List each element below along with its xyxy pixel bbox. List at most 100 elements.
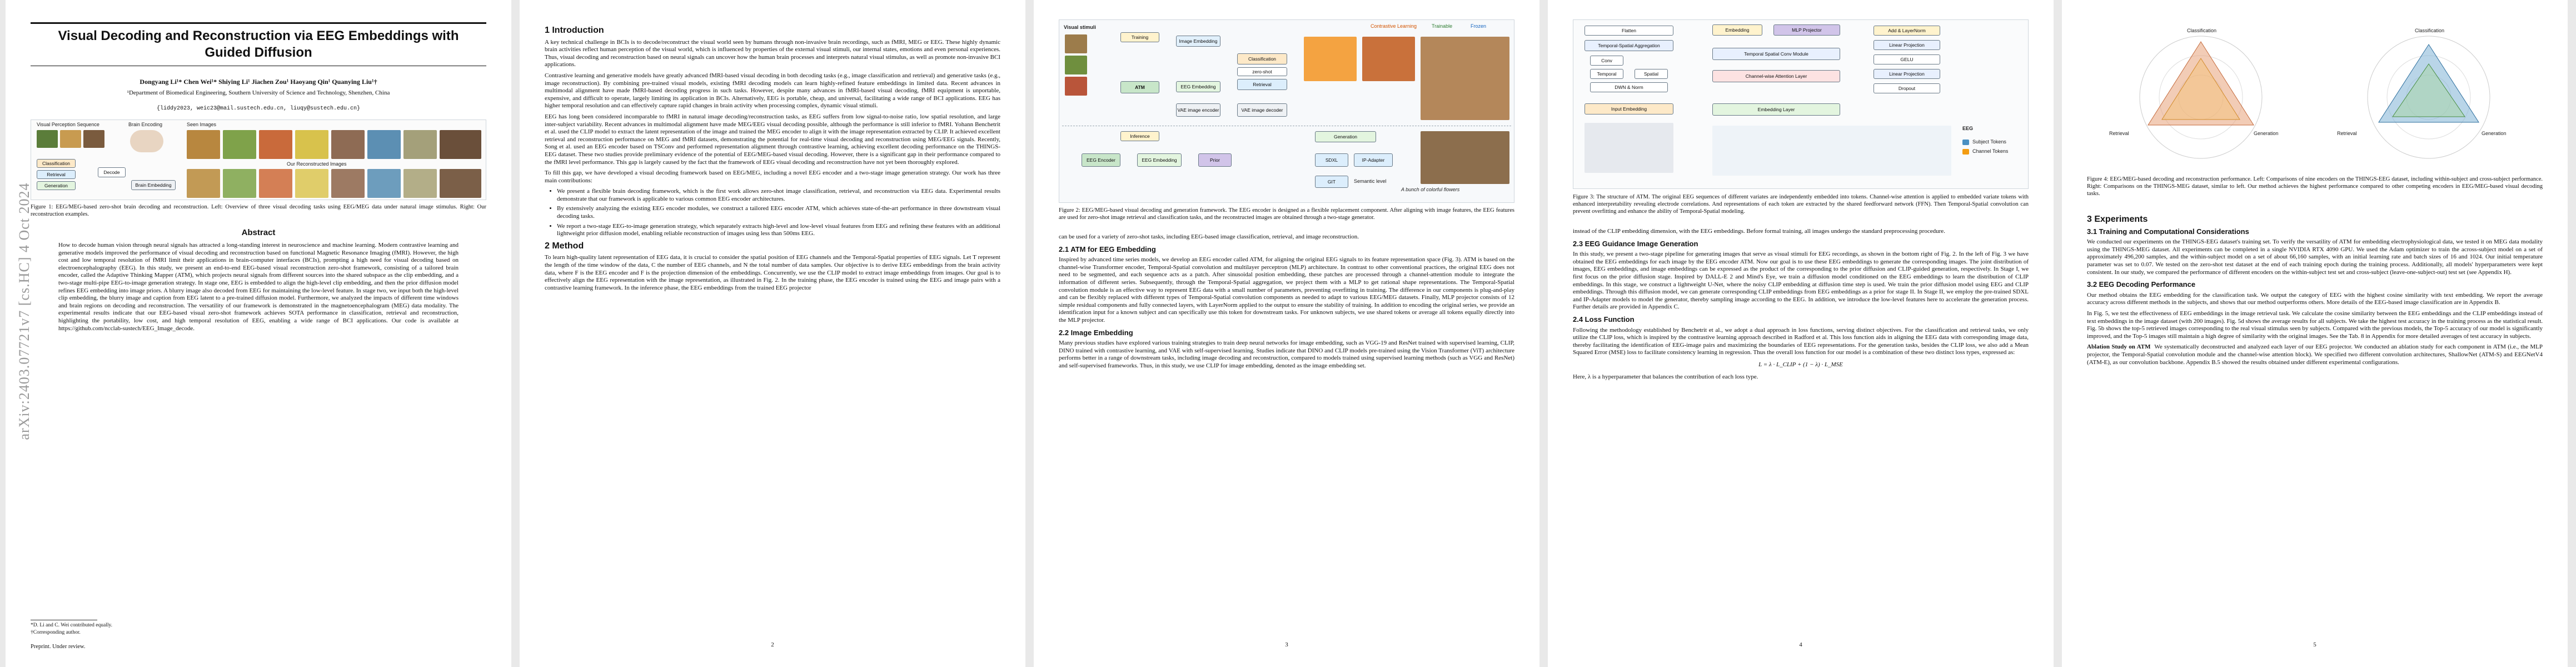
footnote-corresponding: †Corresponding author. xyxy=(31,630,81,635)
fig2-visual-stimuli: Visual stimuli xyxy=(1064,24,1096,30)
figure-3-caption: Figure 3: The structure of ATM. The orig… xyxy=(1573,194,2029,215)
fig1-label-reconstructed: Our Reconstructed Images xyxy=(287,161,347,167)
paragraph: In this study, we present a two-stage pi… xyxy=(1573,251,2029,311)
subsection-3-2: 3.2 EEG Decoding Performance xyxy=(2087,280,2196,289)
subject-token-swatch xyxy=(1962,140,1969,145)
ablation-text: We systematically deconstructed and anal… xyxy=(2087,344,2543,366)
seen-image xyxy=(403,130,437,159)
legend-trainable: Trainable xyxy=(1432,23,1453,29)
fig2-semantic-level: Semantic level xyxy=(1354,178,1387,184)
fig2-prior: Prior xyxy=(1198,153,1232,167)
title-rule-top xyxy=(31,22,486,24)
stimulus-image xyxy=(1065,56,1087,74)
page-5: Classification Retrieval Generation Clas… xyxy=(2062,0,2568,667)
list-item: We present a flexible brain decoding fra… xyxy=(557,188,1000,203)
paragraph: To learn high-quality latent representat… xyxy=(545,254,1000,291)
fig3-flatten: Flatten xyxy=(1585,26,1673,36)
fig2-caption-text: A bunch of colorful flowers xyxy=(1401,187,1460,192)
fig2-classification: Classification xyxy=(1237,53,1287,64)
fig2-generated-image xyxy=(1421,131,1509,184)
fig1-task-classification: Classification xyxy=(37,159,76,168)
figure-4: Classification Retrieval Generation Clas… xyxy=(2087,19,2543,172)
preprint-note: Preprint. Under review. xyxy=(31,644,86,650)
list-item: We report a two-stage EEG-to-image gener… xyxy=(557,223,1000,238)
page-3: Contrastive Learning Trainable Frozen Vi… xyxy=(1034,0,1539,667)
subsection-2-1: 2.1 ATM for EEG Embedding xyxy=(1059,245,1156,253)
radar-left-axis-generation: Generation xyxy=(2254,131,2279,136)
fig1-stimulus-image xyxy=(37,130,58,148)
fig2-sdxl: SDXL xyxy=(1315,153,1348,167)
reconstructed-image xyxy=(367,169,401,198)
page-number: 2 xyxy=(771,641,774,648)
figure-1-caption: Figure 1: EEG/MEG-based zero-shot brain … xyxy=(31,204,486,217)
page-5-body: 3 Experiments 3.1 Training and Computati… xyxy=(2087,211,2543,370)
figure-1: Visual Perception Sequence Brain Encodin… xyxy=(31,120,486,200)
fig2-vae-decoder: VAE image decoder xyxy=(1237,103,1287,117)
fig2-inference: Inference xyxy=(1120,131,1159,141)
paragraph: In Fig. 5, we test the effectiveness of … xyxy=(2087,310,2543,340)
fig3-eeg: EEG xyxy=(1962,126,1974,131)
seen-image xyxy=(295,130,328,159)
fig2-image-embedding: Image Embedding xyxy=(1176,36,1220,47)
fig1-label-sequence: Visual Perception Sequence xyxy=(37,122,99,127)
fig3-linear-1: Linear Projection xyxy=(1874,40,1940,50)
fig1-label-seen: Seen Images xyxy=(187,122,217,127)
reconstructed-image xyxy=(295,169,328,198)
section-method: 2 Method xyxy=(545,241,584,251)
legend-frozen: Frozen xyxy=(1471,23,1487,29)
seen-image xyxy=(440,130,481,159)
reconstructed-image xyxy=(403,169,437,198)
figure-3: Flatten Temporal-Spatial Aggregation Con… xyxy=(1573,19,2029,189)
page-number: 4 xyxy=(1799,641,1802,648)
fig2-eeg-embedding: EEG Embedding xyxy=(1176,81,1220,92)
fig1-decode: Decode xyxy=(98,167,126,177)
footnote-equal: *D. Li and C. Wei contributed equally. xyxy=(31,623,112,628)
fig3-temporal: Temporal xyxy=(1590,69,1623,79)
fig2-divider xyxy=(1062,126,1511,127)
fig3-gelu: GELU xyxy=(1874,54,1940,64)
paragraph: Following the methodology established by… xyxy=(1573,326,2029,356)
radar-right xyxy=(2367,36,2490,159)
fig3-channel-attention: Channel-wise Attention Layer xyxy=(1712,70,1840,82)
page-2-body: 1 Introduction A key technical challenge… xyxy=(545,22,1000,295)
ablation-title: Ablation Study on ATM xyxy=(2087,344,2151,351)
fig2-ip-adapter: IP-Adapter xyxy=(1354,153,1393,167)
subsection-3-1: 3.1 Training and Computational Considera… xyxy=(2087,227,2249,236)
abstract-text: How to decode human vision through neura… xyxy=(58,242,459,332)
seen-image xyxy=(187,130,220,159)
fig2-generation: Generation xyxy=(1315,131,1376,142)
fig3-channel-tokens: Channel Tokens xyxy=(1972,148,2009,154)
fig3-dwn-norm: DWN & Norm xyxy=(1590,82,1668,92)
paragraph: Inspired by advanced time series models,… xyxy=(1059,256,1514,323)
fig1-task-retrieval: Retrieval xyxy=(37,170,76,179)
paragraph: instead of the CLIP embedding dimension,… xyxy=(1573,228,1945,235)
fig3-embedding-layer: Embedding Layer xyxy=(1712,103,1840,116)
radar-charts xyxy=(2139,36,2490,159)
reconstructed-image xyxy=(440,169,481,198)
fig1-stimulus-image xyxy=(60,130,81,148)
seen-image xyxy=(331,130,365,159)
radar-right-axis-classification: Classification xyxy=(2415,28,2445,33)
fig1-brain-embedding: Brain Embedding xyxy=(131,180,176,190)
radar-left-axis-retrieval: Retrieval xyxy=(2109,131,2129,136)
fig2-eeg-encoder: EEG Encoder xyxy=(1082,153,1120,167)
paragraph: To fill this gap, we have developed a vi… xyxy=(545,170,1000,184)
subsection-2-4: 2.4 Loss Function xyxy=(1573,315,1635,323)
fig3-ts-aggregation: Temporal-Spatial Aggregation xyxy=(1585,40,1673,51)
fig2-retrieval: Retrieval xyxy=(1237,79,1287,90)
page-3-body: can be used for a variety of zero-shot t… xyxy=(1059,233,1514,374)
paper-title: Visual Decoding and Reconstruction via E… xyxy=(58,28,459,60)
seen-image xyxy=(367,130,401,159)
fig2-git: GIT xyxy=(1315,176,1348,188)
paragraph: A key technical challenge in BCIs is to … xyxy=(545,38,1000,68)
fig2-image-grid xyxy=(1304,37,1357,81)
stimulus-image xyxy=(1065,34,1087,53)
fig3-eeg-signal xyxy=(1585,123,1673,173)
reconstructed-image xyxy=(331,169,365,198)
paragraph: Our method obtains the EEG embedding for… xyxy=(2087,291,2543,306)
fig1-label-encoding: Brain Encoding xyxy=(128,122,163,127)
paragraph: Many previous studies have explored vari… xyxy=(1059,340,1514,369)
fig3-embedding: Embedding xyxy=(1712,24,1762,36)
page-1: arXiv:2403.07721v7 [cs.HC] 4 Oct 2024 Vi… xyxy=(6,0,511,667)
seen-image xyxy=(223,130,256,159)
